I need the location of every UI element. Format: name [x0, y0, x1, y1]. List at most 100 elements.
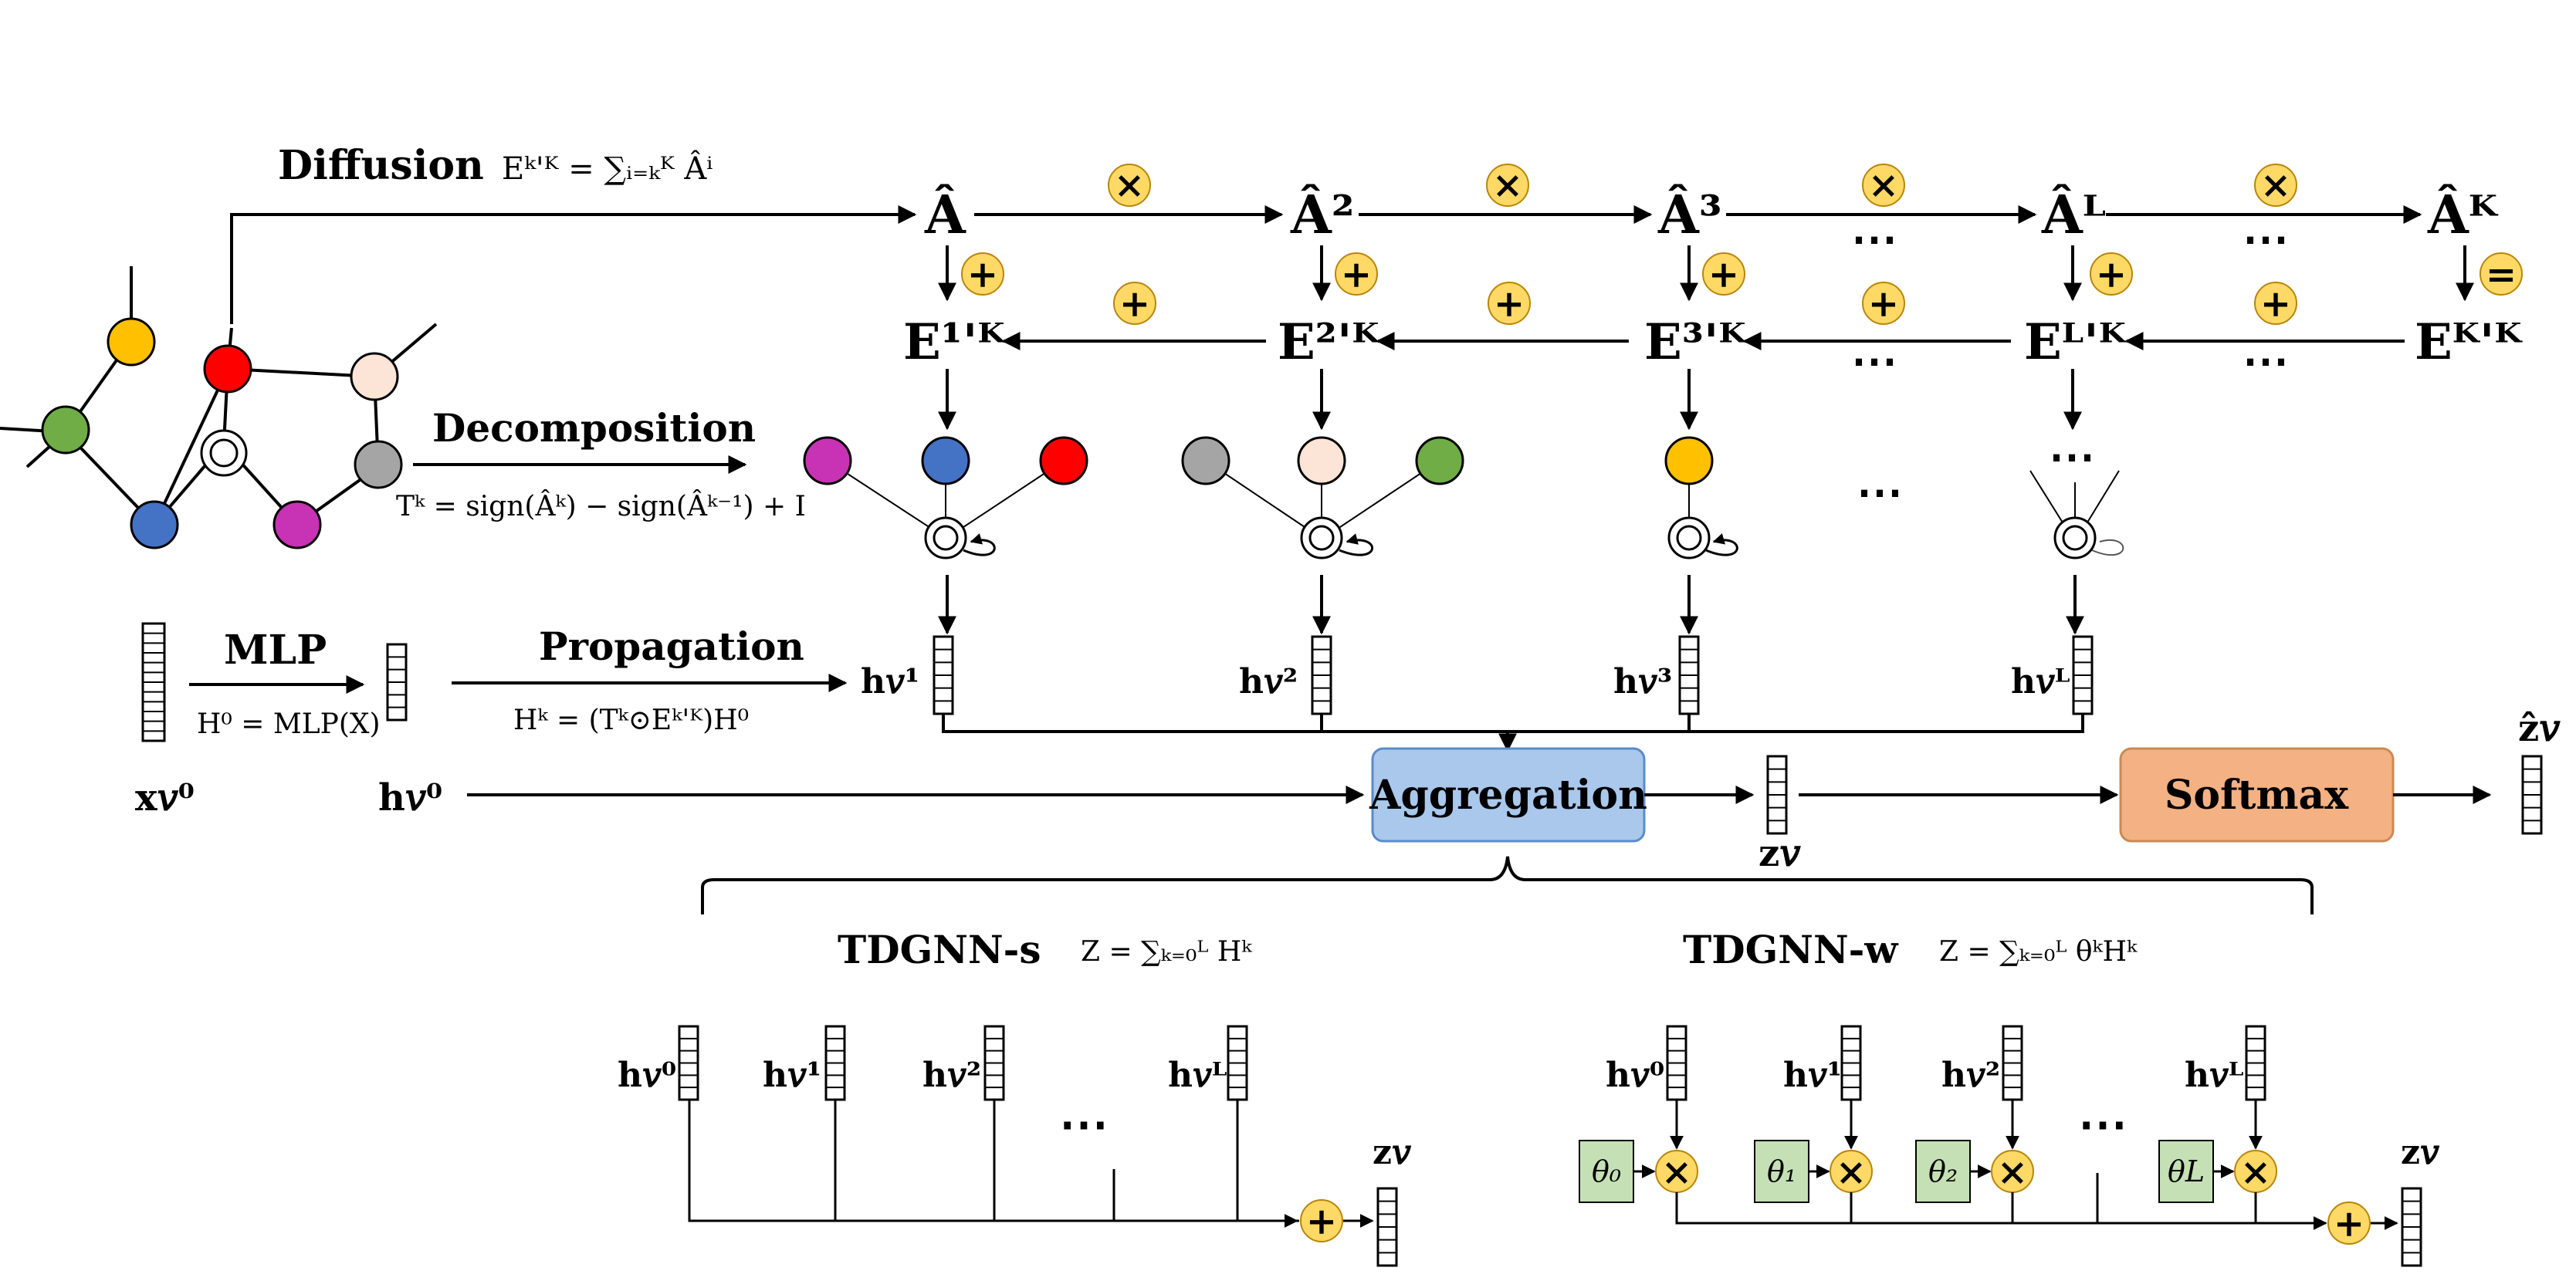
x-v0-label: x𝑣⁰ — [135, 776, 195, 820]
w-ellipsis: ⋯ — [2078, 1095, 2127, 1153]
decomposition-formula: Tᵏ = sign(Âᵏ) − sign(Âᵏ⁻¹) + I — [396, 490, 806, 522]
op-plus-h2: + — [1494, 282, 1525, 326]
tdgnn-s-formula: Z = ∑ₖ₌₀ᴸ Hᵏ — [1081, 936, 1252, 968]
w-op-times-1: × — [1836, 1151, 1867, 1194]
e-term-L: Eᴸ'ᴷ — [2024, 313, 2127, 371]
op-plus-v2: + — [1341, 253, 1372, 296]
op-times-4: × — [2260, 164, 2291, 207]
propagation-label: Propagation — [539, 624, 804, 669]
w-multiply-ops: × × × × — [1655, 1150, 2277, 1194]
h-vL-label: h𝑣ᴸ — [2011, 662, 2070, 701]
op-times-1: × — [1114, 164, 1145, 207]
subgraph-to-h-arrows — [938, 575, 2084, 635]
w-h-v1-label: h𝑣¹ — [1783, 1056, 1842, 1095]
theta-L: θL — [2168, 1154, 2205, 1188]
node-blue — [130, 500, 179, 549]
w-vector-h2 — [2002, 1025, 2023, 1101]
w-vector-arrows — [1670, 1100, 2263, 1150]
node-green — [41, 405, 90, 455]
feature-vector-x — [141, 622, 166, 742]
power-to-e-arrows — [938, 245, 2474, 302]
z-v-label: z𝑣 — [1759, 832, 1801, 875]
power-aL: Âᴸ — [2041, 184, 2106, 246]
plus-ops-vertical: + + + + = — [961, 252, 2523, 296]
e-row: E¹'ᴷ E²'ᴷ E³'ᴷ Eᴸ'ᴷ Eᴷ'ᴷ — [903, 313, 2523, 371]
w-vector-hL — [2245, 1025, 2266, 1101]
plus-ops-horizontal: + + + + — [1113, 282, 2297, 326]
subgraph-hop-2 — [1181, 436, 1464, 559]
diffusion-arrow — [230, 205, 917, 324]
node-gold — [107, 317, 156, 367]
ellipsis-subgraph: ⋯ — [1857, 465, 1903, 519]
e-term-1: E¹'ᴷ — [903, 313, 1006, 371]
w-vector-h0 — [1666, 1025, 1687, 1101]
w-op-times-L: × — [2240, 1151, 2271, 1194]
op-plus-h4: + — [2260, 282, 2291, 326]
w-h-v2-label: h𝑣² — [1941, 1056, 2000, 1095]
input-graph-nodes — [41, 317, 403, 549]
subgraph-hop-L: ⋯ — [2029, 430, 2124, 559]
s-ellipsis: ⋯ — [1059, 1095, 1109, 1153]
op-plus-v4: + — [2096, 253, 2127, 296]
e-row-ellipsis: ⋯ ⋯ — [1851, 334, 2289, 388]
diffusion-label: Diffusion — [278, 142, 484, 189]
op-plus-v3: + — [1708, 253, 1739, 296]
s-op-plus: + — [1306, 1200, 1337, 1243]
ellipsis-e-2: ⋯ — [2243, 334, 2289, 388]
w-sum-lines — [1675, 1173, 2316, 1225]
aggregation-label: Aggregation — [1369, 772, 1647, 819]
power-a3: Â³ — [1657, 184, 1722, 246]
node-red — [203, 344, 252, 394]
feature-vector-h0 — [386, 643, 408, 722]
subgraph-hop-3 — [1664, 436, 1738, 559]
power-row: Â Â² Â³ Âᴸ Âᴷ — [924, 184, 2499, 246]
diffusion-formula: Eᵏ'ᴷ = ∑ᵢ₌ₖᴷ Âⁱ — [502, 150, 713, 187]
op-plus-h3: + — [1868, 282, 1899, 326]
vector-zhat — [2521, 755, 2543, 835]
s-vector-h2 — [983, 1025, 1005, 1101]
e-term-K: Eᴷ'ᴷ — [2415, 313, 2523, 371]
vector-h2 — [1311, 635, 1332, 715]
vector-z — [1766, 755, 1788, 835]
s-vector-hL — [1227, 1025, 1248, 1101]
theta-boxes: θ₀ θ₁ θ₂ θL — [1579, 1140, 2214, 1203]
collector-line — [942, 714, 2084, 733]
w-vector-z — [2401, 1187, 2422, 1267]
w-vector-h1 — [1840, 1025, 1862, 1101]
s-z-v-label: z𝑣 — [1373, 1133, 1412, 1172]
tdgnn-w-formula: Z = ∑ₖ₌₀ᴸ θᵏHᵏ — [1939, 936, 2138, 968]
e-term-2: E²'ᴷ — [1278, 313, 1380, 371]
softmax-label: Softmax — [2165, 772, 2349, 819]
s-h-vL-label: h𝑣ᴸ — [1168, 1056, 1227, 1095]
mlp-label: MLP — [224, 627, 327, 674]
theta-0: θ₀ — [1592, 1154, 1621, 1188]
e-term-3: E³'ᴷ — [1644, 313, 1747, 371]
w-op-times-2: × — [1997, 1151, 2028, 1194]
vector-hL — [2072, 635, 2094, 715]
node-peach — [350, 352, 399, 401]
w-op-times-0: × — [1661, 1151, 1692, 1194]
node-magenta — [272, 500, 322, 549]
s-vector-h0 — [678, 1025, 699, 1101]
multiply-ops-top: × × × × — [1108, 164, 2297, 207]
decomposition-label: Decomposition — [432, 405, 756, 451]
node-gray — [354, 440, 403, 489]
zhat-v-label: ẑ𝑣 — [2518, 707, 2561, 750]
s-h-v0-label: h𝑣⁰ — [618, 1056, 676, 1095]
s-h-v2-label: h𝑣² — [922, 1056, 981, 1095]
w-h-vL-label: h𝑣ᴸ — [2185, 1056, 2243, 1095]
tdgnn-w-label: TDGNN-w — [1683, 927, 1899, 972]
aggregation-brace — [701, 856, 2314, 914]
op-plus-v1: + — [967, 253, 998, 296]
h-v0-label: h𝑣⁰ — [378, 776, 442, 820]
op-plus-h1: + — [1119, 282, 1150, 326]
w-z-v-label: z𝑣 — [2401, 1133, 2440, 1172]
w-op-plus: + — [2334, 1202, 2364, 1246]
s-sum-lines — [688, 1100, 1299, 1222]
s-h-v1-label: h𝑣¹ — [763, 1056, 821, 1095]
subgraph-hop-1 — [803, 436, 1088, 559]
ellipsis-top-1: ⋯ — [1851, 212, 1897, 266]
ellipsis-e-1: ⋯ — [1851, 334, 1897, 388]
ellipsis-subgraph-L: ⋯ — [2049, 430, 2095, 484]
propagation-formula: Hᵏ = (Tᵏ⊙Eᵏ'ᴷ)H⁰ — [513, 705, 749, 736]
